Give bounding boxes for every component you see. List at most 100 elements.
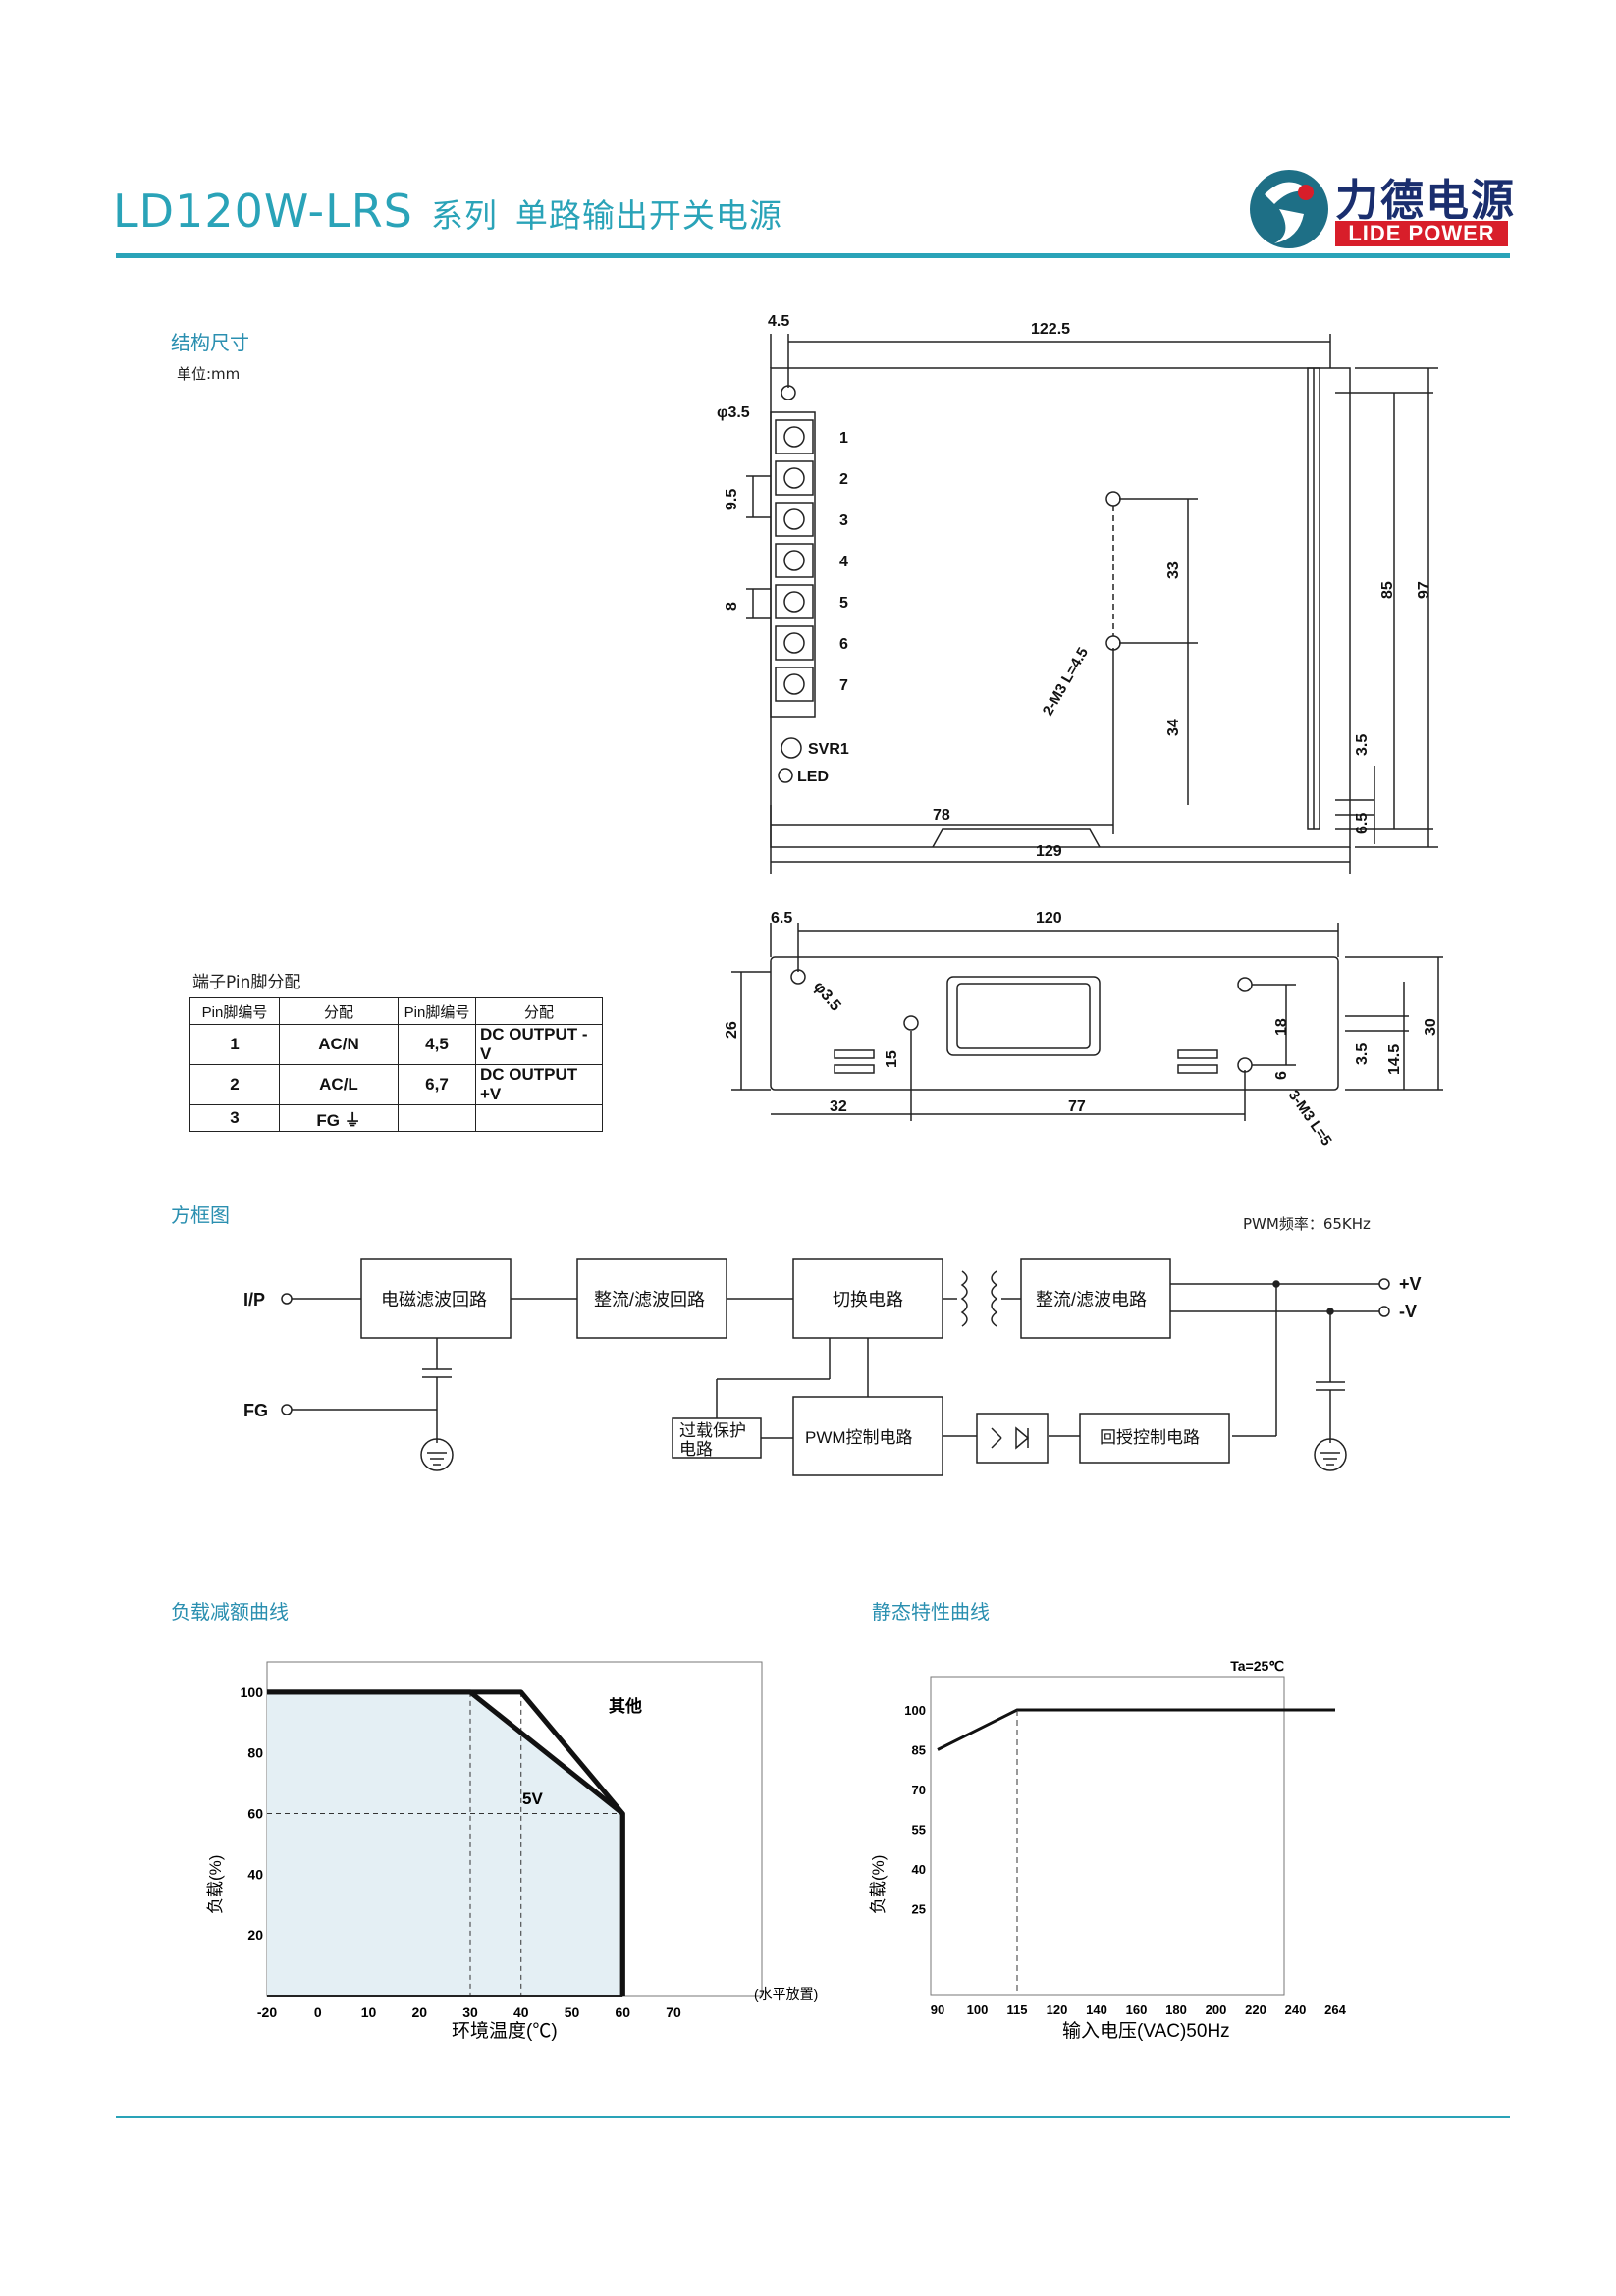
derating-x-tick: 40 [513, 2004, 529, 2020]
pin-table-title: 端子Pin脚分配 [192, 973, 301, 992]
static-y-tick: 25 [912, 1902, 926, 1917]
derating-x-tick: 0 [314, 2004, 322, 2020]
overload-protection-line2: 电路 [679, 1440, 713, 1459]
cell: 4,5 [398, 1024, 476, 1065]
dim-33: 33 [1165, 561, 1182, 579]
static-y-tick: 55 [912, 1823, 926, 1838]
block-diagram: I/P FG +V -V 电磁滤波回路 整流/滤波回路 切换电路 整流/滤波电路… [243, 1258, 1422, 1476]
switching-block: 切换电路 [833, 1290, 903, 1309]
static-x-tick: 240 [1285, 2002, 1307, 2017]
header-pin-no: Pin脚编号 [189, 997, 280, 1025]
derating-title: 负载减额曲线 [171, 1600, 289, 1624]
side-dim-6-5: 6.5 [771, 910, 792, 927]
side-mount-label: 3-M3 L=5 [1285, 1088, 1335, 1149]
pin-label-2: 2 [839, 471, 848, 488]
logo-english: LIDE POWER [1335, 221, 1508, 246]
side-dim-30: 30 [1423, 1018, 1439, 1036]
dim-6-5-right: 6.5 [1354, 813, 1371, 834]
led-label: LED [797, 769, 829, 785]
derating-y-tick: 20 [247, 1927, 263, 1943]
static-x-tick: 160 [1126, 2002, 1148, 2017]
cell [398, 1104, 476, 1132]
cell: DC OUTPUT -V [475, 1024, 603, 1065]
side-dim-18: 18 [1273, 1018, 1290, 1036]
cell: 2 [189, 1064, 280, 1105]
dim-129: 129 [1036, 843, 1062, 860]
derating-x-tick: 20 [411, 2004, 427, 2020]
static-ylabel: 负载(%) [869, 1855, 888, 1914]
vneg-label: -V [1399, 1302, 1417, 1321]
pin-label-5: 5 [839, 595, 848, 612]
derating-ylabel: 负载(%) [206, 1855, 225, 1914]
side-dim-120: 120 [1036, 910, 1062, 927]
derating-area-fill [267, 1691, 623, 1996]
cell: DC OUTPUT +V [475, 1064, 603, 1105]
dim-78: 78 [933, 807, 950, 824]
mount-hole-label: 2-M3 L=4.5 [1040, 645, 1092, 719]
static-y-tick: 40 [912, 1862, 926, 1877]
dim-4-5: 4.5 [768, 313, 789, 330]
static-plot-frame [930, 1676, 1285, 1996]
table-row: 3 FG ⏚ [189, 1104, 603, 1132]
feedback-control-block: 回授控制电路 [1100, 1428, 1200, 1447]
series-label-5v: 5V [522, 1789, 543, 1808]
pin-label-6: 6 [839, 636, 848, 653]
side-dim-77: 77 [1068, 1098, 1086, 1115]
page-title: LD120W-LRS 系列单路输出开关电源 [113, 185, 782, 238]
dim-9-5: 9.5 [724, 489, 740, 510]
pwm-frequency: PWM频率：65KHz [1243, 1215, 1371, 1233]
dim-85: 85 [1379, 581, 1396, 599]
derating-note: (水平放置) [754, 1986, 818, 2002]
vpos-label: +V [1399, 1274, 1422, 1294]
model-name: LD120W-LRS [113, 185, 413, 238]
side-dim-3-5: 3.5 [1354, 1043, 1371, 1065]
header-pin-no-2: Pin脚编号 [398, 997, 476, 1025]
input-label: I/P [243, 1290, 265, 1309]
derating-y-tick: 80 [247, 1745, 263, 1761]
static-title: 静态特性曲线 [872, 1600, 990, 1624]
static-x-tick: 100 [967, 2002, 989, 2017]
cell: 1 [189, 1024, 280, 1065]
table-row: 2 AC/L 6,7 DC OUTPUT +V [189, 1064, 603, 1105]
cell: AC/L [279, 1064, 399, 1105]
header-divider [116, 253, 1510, 258]
dim-34: 34 [1165, 719, 1182, 736]
pin-label-7: 7 [839, 677, 848, 694]
footer-divider [116, 2116, 1510, 2118]
table-header-row: Pin脚编号 分配 Pin脚编号 分配 [189, 997, 603, 1025]
side-dim-26: 26 [724, 1021, 740, 1039]
series-label-other: 其他 [609, 1696, 642, 1716]
dim-122-5: 122.5 [1031, 321, 1070, 338]
static-x-tick: 264 [1324, 2002, 1346, 2017]
cell: AC/N [279, 1024, 399, 1065]
table-row: 1 AC/N 4,5 DC OUTPUT -V [189, 1024, 603, 1065]
dim-8: 8 [724, 602, 740, 611]
side-dim-15: 15 [884, 1050, 900, 1068]
output-rectifier-block: 整流/滤波电路 [1036, 1290, 1147, 1309]
top-view-drawing: 4.5 122.5 φ3.5 9.5 8 33 34 85 97 3.5 6.5… [717, 313, 1438, 874]
side-dim-6: 6 [1273, 1071, 1290, 1080]
unit-label: 单位:mm [177, 365, 241, 383]
pwm-control-block: PWM控制电路 [805, 1428, 913, 1447]
pin-assignment-table: Pin脚编号 分配 Pin脚编号 分配 1 AC/N 4,5 DC OUTPUT… [189, 997, 603, 1132]
dim-97: 97 [1416, 581, 1432, 599]
static-xlabel: 输入电压(VAC)50Hz [1062, 2020, 1230, 2042]
derating-x-tick: 70 [666, 2004, 681, 2020]
ta-label: Ta=25℃ [1230, 1658, 1284, 1674]
pin-label-4: 4 [839, 554, 848, 570]
cell: FG ⏚ [279, 1104, 399, 1132]
structure-title: 结构尺寸 [171, 331, 249, 354]
series-label: 系列 [430, 196, 498, 235]
svr1-label: SVR1 [808, 741, 849, 758]
block-diagram-title: 方框图 [171, 1203, 230, 1227]
side-view-drawing: 6.5 120 φ3.5 26 15 18 6 3.5 14.5 30 32 7… [724, 910, 1443, 1149]
lide-logo-icon [1250, 170, 1328, 248]
rectifier-filter-block: 整流/滤波回路 [594, 1290, 705, 1309]
derating-x-tick: 60 [615, 2004, 630, 2020]
product-name: 单路输出开关电源 [514, 196, 782, 235]
static-x-tick: 180 [1165, 2002, 1187, 2017]
static-y-tick: 100 [904, 1703, 926, 1718]
static-x-tick: 220 [1245, 2002, 1266, 2017]
